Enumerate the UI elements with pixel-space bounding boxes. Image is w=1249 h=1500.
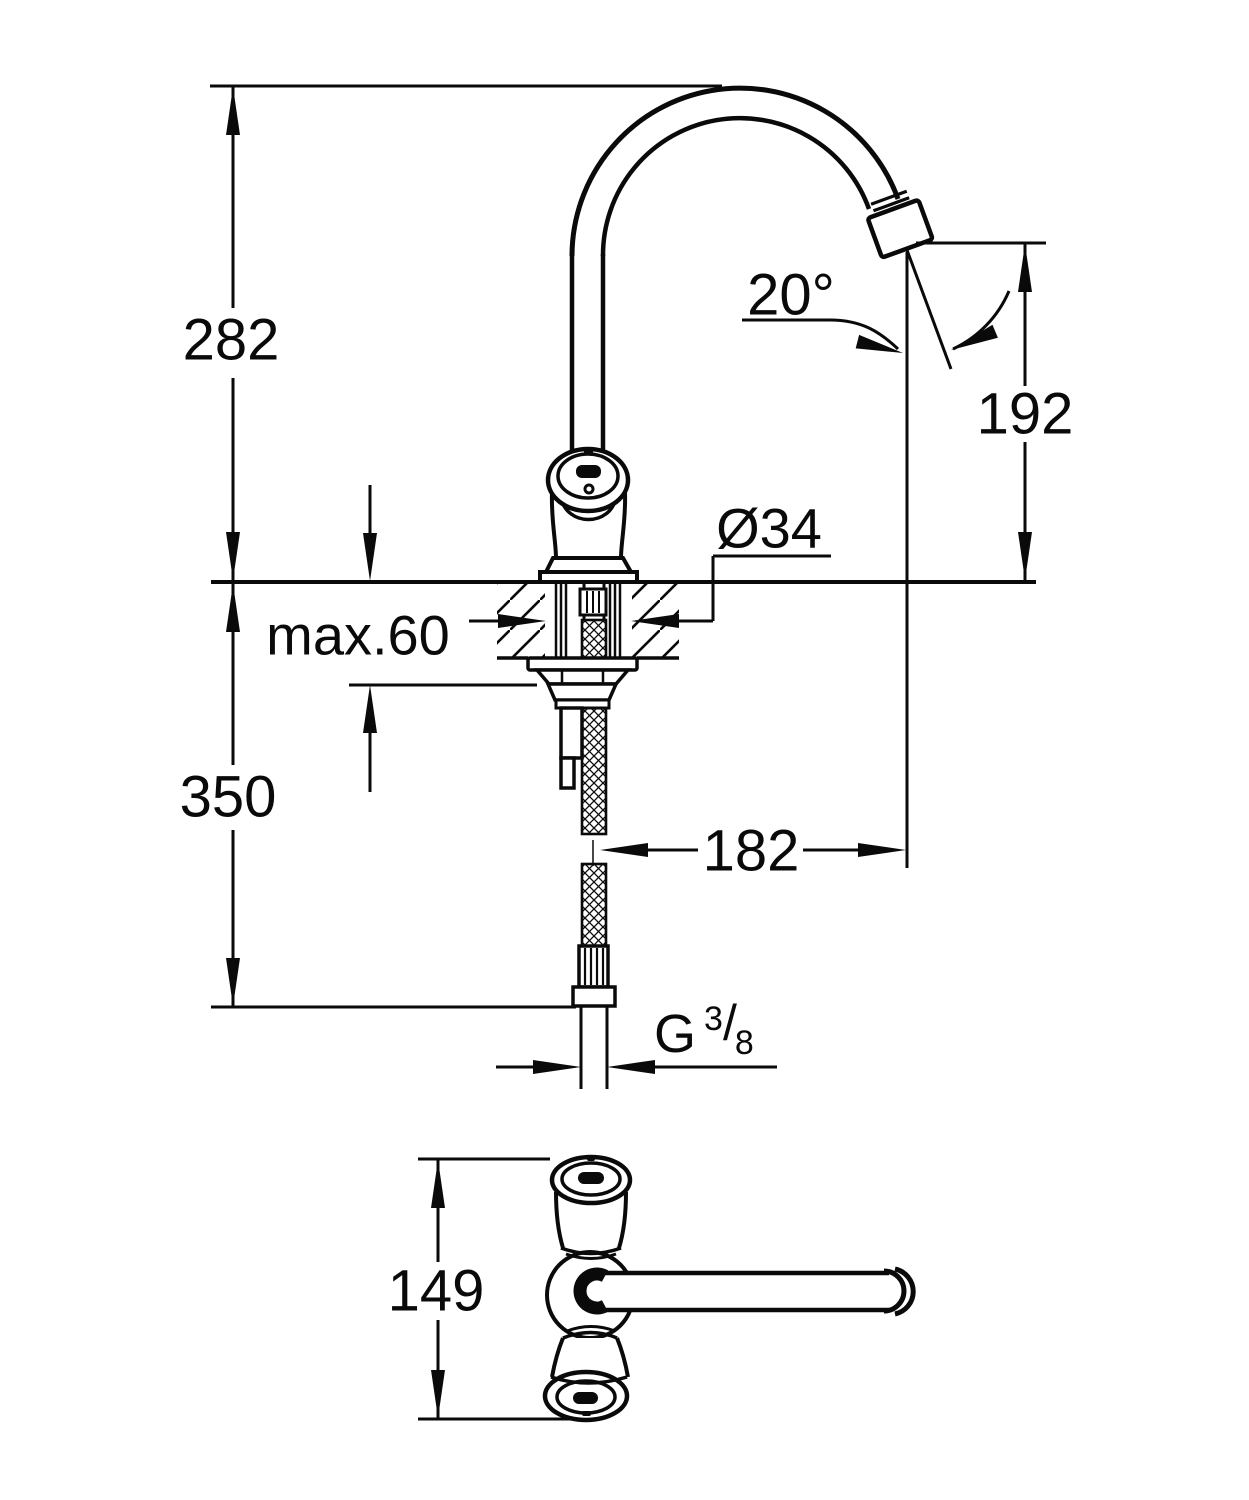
handle-skirt	[542, 556, 635, 574]
handle-slot	[576, 465, 601, 478]
tube-end-cap-inner	[883, 1268, 907, 1314]
handle-dot	[583, 483, 595, 495]
handle-front-view	[538, 446, 639, 584]
spout-and-riser	[569, 85, 935, 452]
handle-tick	[584, 448, 593, 454]
mounting-stud	[559, 706, 584, 760]
angle-leg-line	[905, 249, 953, 370]
spout-outer-arc	[569, 85, 901, 257]
dim-handle-span: 149	[388, 1157, 577, 1421]
overall-height-label: 282	[183, 308, 280, 373]
cone-washer	[533, 668, 632, 686]
below-deck-length-label: 350	[180, 765, 277, 830]
outlet-height-label: 192	[977, 382, 1074, 447]
tube-end-cap-outer	[894, 1266, 916, 1317]
top-view: 149	[388, 1154, 916, 1423]
plan-handle-bottom	[542, 1369, 630, 1423]
flexible-hose	[580, 618, 608, 948]
washer-plate	[526, 656, 639, 672]
dim-max-deck-thickness: max.60	[266, 485, 537, 792]
dim-below-deck-length: 350	[180, 584, 576, 1009]
mounting-hardware	[526, 656, 639, 790]
spout-reach-label: 182	[703, 819, 800, 884]
dim-hole-diameter: Ø34	[469, 497, 831, 628]
dim-outlet-height: 192	[916, 241, 1074, 580]
dim-outlet-angle: 20°	[742, 249, 1011, 868]
spout-inner-arc	[600, 115, 872, 257]
stud-nut	[559, 756, 576, 790]
union-nut	[571, 985, 617, 1008]
outlet-angle-label: 20°	[747, 263, 835, 328]
supply-fitting	[571, 944, 617, 1089]
mounting-shank	[554, 582, 622, 658]
escutcheon-base	[538, 570, 639, 584]
dim-spout-reach: 182	[600, 819, 906, 884]
tube-socket	[573, 1267, 609, 1315]
max-deck-thickness-label: max.60	[266, 604, 450, 667]
mounting-nut	[545, 682, 619, 702]
handle-span-label: 149	[388, 1259, 485, 1324]
plan-handle-top	[549, 1154, 633, 1206]
hole-diameter-label: Ø34	[716, 497, 822, 560]
dim-overall-height: 282	[183, 84, 722, 580]
plan-spout-tube	[573, 1266, 916, 1317]
angle-leader	[742, 318, 900, 351]
